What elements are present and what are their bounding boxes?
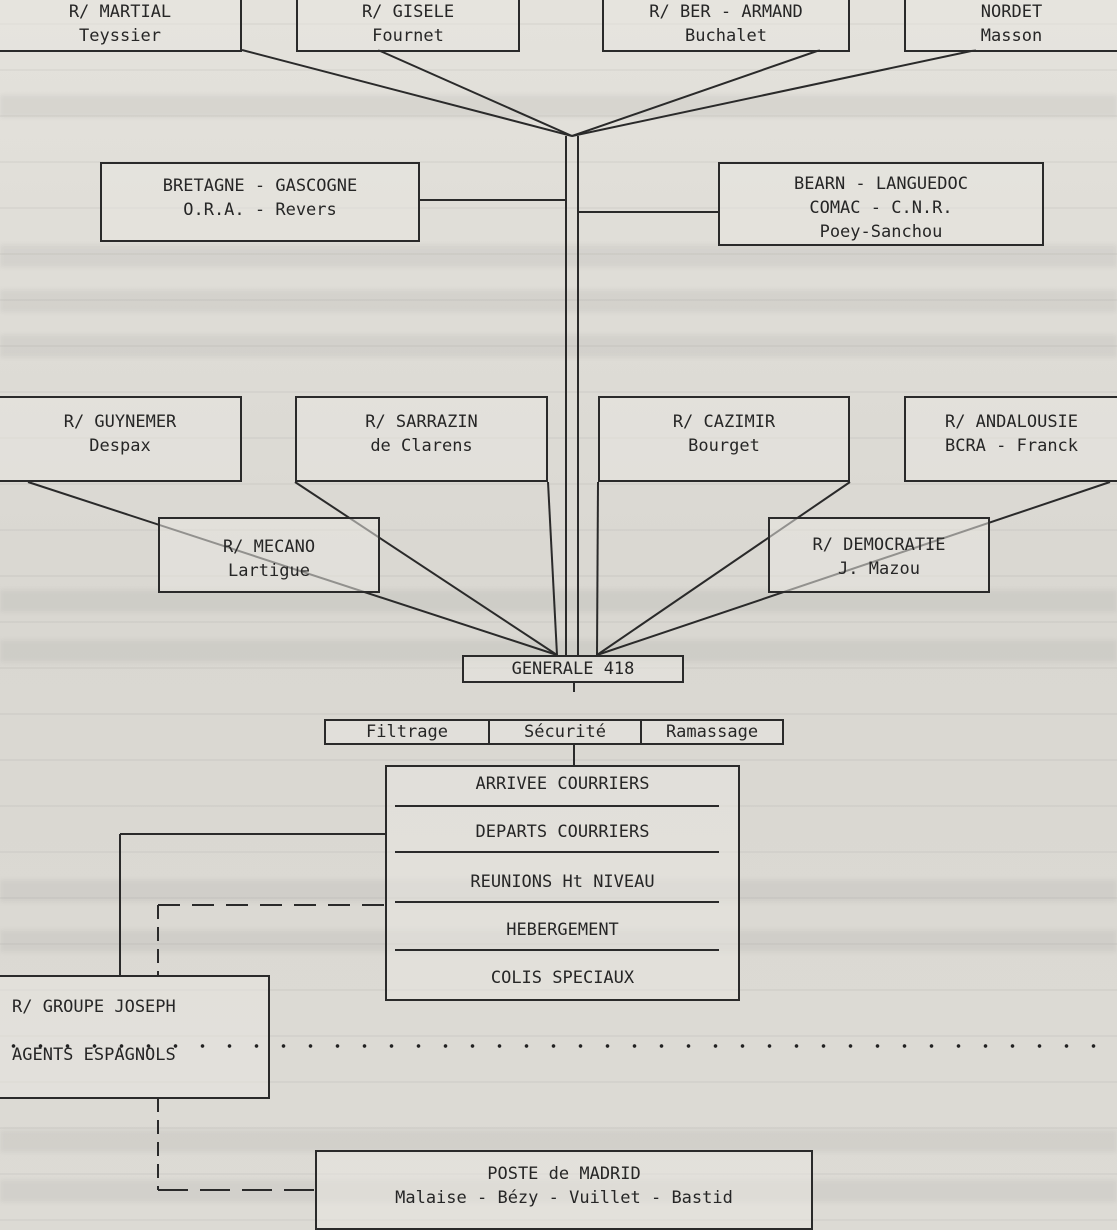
service-filtrage: Filtrage [366,722,448,742]
node-subtitle: de Clarens [370,436,473,456]
node-mecano: R/ MECANO Lartigue [158,517,380,593]
dotted-divider [0,1044,1117,1048]
node-title: POSTE de MADRID [487,1164,641,1184]
node-poste-madrid: POSTE de MADRID Malaise - Bézy - Vuillet… [315,1150,813,1230]
node-title: R/ ANDALOUSIE [944,412,1079,432]
node-title: R/ GISELE [361,2,455,22]
node-subtitle: Masson [980,26,1043,46]
background-text-line [0,95,1117,117]
node-title: R/ BER - ARMAND [649,2,803,22]
node-subtitle: AGENTS ESPAGNOLS [12,1045,176,1065]
node-generale-418: GENERALE 418 [462,655,684,683]
services-bar: Filtrage Sécurité Ramassage [324,719,784,745]
node-subtitle: Lartigue [228,561,310,581]
node-title: R/ MARTIAL [68,2,172,22]
node-bearn-languedoc: BEARN - LANGUEDOC COMAC - C.N.R. Poey-Sa… [718,162,1044,246]
node-title: R/ GROUPE JOSEPH [12,997,176,1017]
node-martial: R/ MARTIAL Teyssier [0,0,242,52]
node-title: R/ CAZIMIR [672,412,776,432]
node-subtitle: Fournet [372,26,444,46]
generale-label: GENERALE 418 [511,659,635,679]
node-subtitle: BCRA - Franck [944,436,1079,456]
background-text-line [0,335,1117,357]
function-separator [395,901,719,903]
node-guynemer: R/ GUYNEMER Despax [0,396,242,482]
node-democratie: R/ DEMOCRATIE J. Mazou [768,517,990,593]
node-title: R/ MECANO [222,537,316,557]
node-gisele: R/ GISELE Fournet [296,0,520,52]
background-text-line [0,1130,1117,1152]
function-separator [395,949,719,951]
service-securite: Sécurité [524,722,606,742]
background-text-line [0,590,1117,612]
service-divider [488,721,490,743]
node-subtitle: COMAC - C.N.R. [809,198,953,218]
function-separator [395,851,719,853]
function-colis: COLIS SPECIAUX [490,968,635,988]
node-groupe-joseph: R/ GROUPE JOSEPH AGENTS ESPAGNOLS [0,975,270,1099]
node-chief: Poey-Sanchou [819,222,943,242]
node-title: R/ GUYNEMER [63,412,177,432]
node-bretagne-gascogne: BRETAGNE - GASCOGNE O.R.A. - Revers [100,162,420,242]
node-sarrazin: R/ SARRAZIN de Clarens [295,396,548,482]
node-title: NORDET [980,2,1043,22]
node-subtitle: Bourget [688,436,760,456]
background-text-line [0,640,1117,662]
node-title: R/ DEMOCRATIE [812,535,946,555]
function-separator [395,805,719,807]
background-text-line [0,245,1117,267]
function-arrivee: ARRIVEE COURRIERS [475,774,650,794]
function-departs: DEPARTS COURRIERS [475,822,650,842]
node-andalousie: R/ ANDALOUSIE BCRA - Franck [904,396,1117,482]
node-title: BRETAGNE - GASCOGNE [162,176,358,196]
service-ramassage: Ramassage [665,722,759,742]
node-title: R/ SARRAZIN [365,412,478,432]
service-divider [640,721,642,743]
node-subtitle: Malaise - Bézy - Vuillet - Bastid [395,1188,733,1208]
node-nordet: NORDET Masson [904,0,1117,52]
node-ber-armand: R/ BER - ARMAND Buchalet [602,0,850,52]
background-text-line [0,290,1117,312]
node-subtitle: Despax [89,436,151,456]
node-subtitle: J. Mazou [838,559,920,579]
node-title: BEARN - LANGUEDOC [794,174,968,194]
functions-box: ARRIVEE COURRIERS DEPARTS COURRIERS REUN… [385,765,740,1001]
node-subtitle: Teyssier [79,26,161,46]
function-reunions: REUNIONS Ht NIVEAU [470,872,655,892]
node-cazimir: R/ CAZIMIR Bourget [598,396,850,482]
function-hebergement: HEBERGEMENT [506,920,619,940]
node-subtitle: Buchalet [685,26,767,46]
node-subtitle: O.R.A. - Revers [183,200,337,220]
